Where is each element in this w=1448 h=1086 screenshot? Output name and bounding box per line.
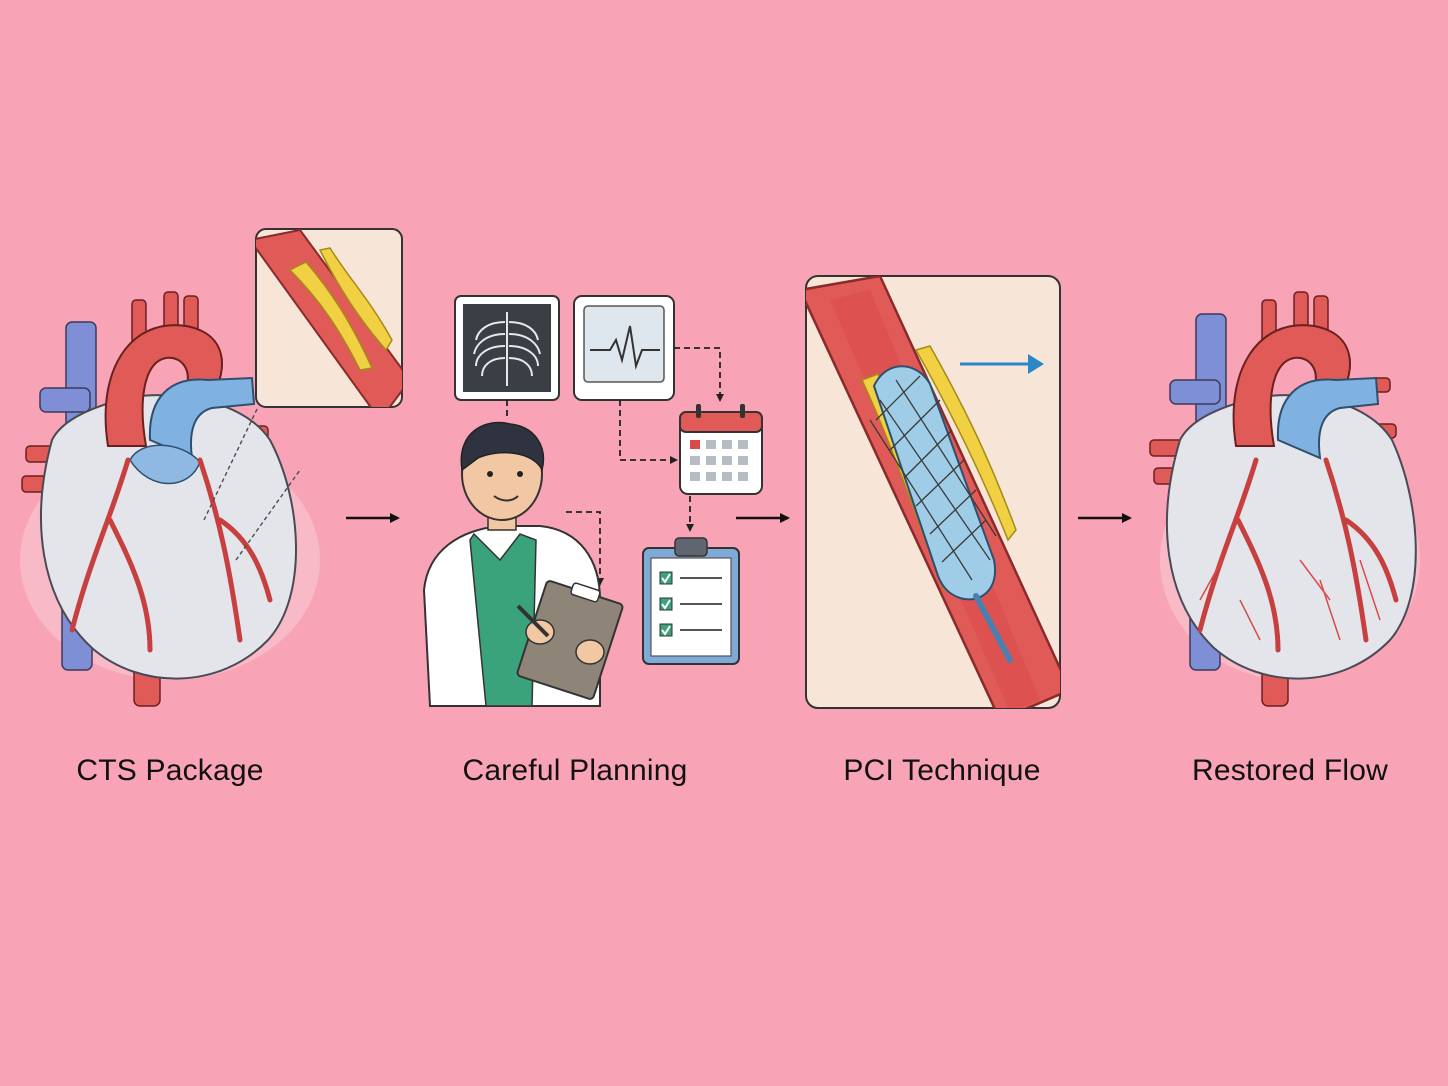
step-label-cts-package: CTS Package: [76, 754, 264, 787]
chest-xray-icon: [454, 295, 560, 401]
checklist-clipboard-icon: [642, 537, 740, 665]
doctor-icon: [422, 421, 624, 707]
step-label-careful-planning: Careful Planning: [462, 754, 688, 787]
blocked-artery-inset-icon: [255, 228, 403, 408]
ecg-monitor-icon: [573, 295, 675, 401]
restored-heart-icon: [1149, 291, 1420, 707]
heart-icon: [20, 291, 320, 707]
step-label-pci-technique: PCI Technique: [843, 754, 1041, 787]
step-label-restored-flow: Restored Flow: [1191, 754, 1388, 787]
calendar-icon: [679, 404, 763, 495]
stent-balloon-icon: [805, 275, 1061, 709]
